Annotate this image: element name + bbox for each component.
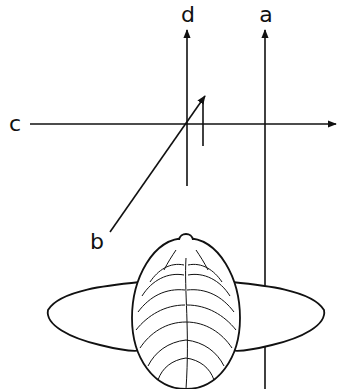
axis-label: b	[90, 231, 104, 253]
axis-label: a	[259, 4, 272, 26]
right-ear	[230, 282, 324, 351]
head-outline	[132, 238, 240, 389]
left-ear	[48, 282, 142, 351]
tick-mark	[202, 100, 204, 146]
axis-b-line	[110, 96, 205, 232]
axis-d-line	[186, 30, 188, 186]
hair-strokes	[136, 250, 236, 389]
nose	[179, 234, 193, 240]
axis-c-line	[30, 123, 336, 125]
axis-label: d	[181, 4, 195, 26]
axis-label: c	[9, 113, 21, 135]
